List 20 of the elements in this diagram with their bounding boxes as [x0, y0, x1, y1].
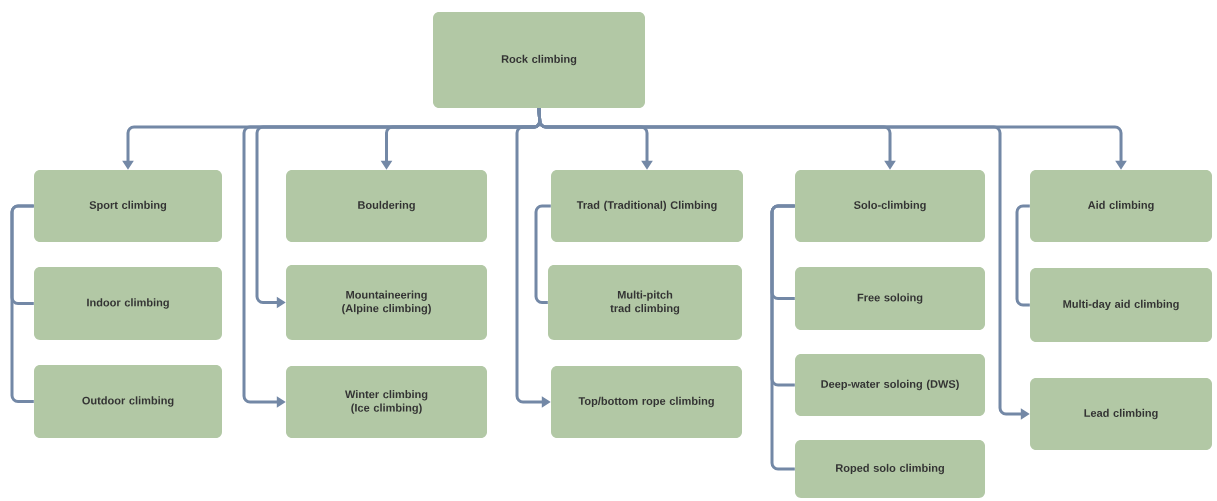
process-box: Outdoor climbing [34, 365, 222, 438]
process-box: Indoor climbing [34, 267, 222, 340]
process-box: Rock climbing [433, 12, 645, 108]
process-box: Mountaineering (Alpine climbing) [286, 265, 487, 340]
process-box: Free soloing [795, 267, 985, 330]
connector-line [1015, 204, 1030, 307]
process-box: Solo-climbing [795, 170, 985, 242]
process-box: Multi-day aid climbing [1030, 268, 1212, 342]
process-box: Deep-water soloing (DWS) [795, 354, 985, 416]
process-box: Bouldering [286, 170, 487, 242]
connector-line [770, 204, 795, 471]
process-box: Roped solo climbing [795, 440, 985, 498]
process-box: Sport climbing [34, 170, 222, 242]
connector-line [534, 204, 551, 304]
process-box: Aid climbing [1030, 170, 1212, 242]
process-box: Lead climbing [1030, 378, 1212, 450]
process-box: Trad (Traditional) Climbing [551, 170, 743, 242]
process-box: Winter climbing (Ice climbing) [286, 366, 487, 438]
process-box: Top/bottom rope climbing [551, 366, 742, 438]
process-box: Multi-pitch trad climbing [548, 265, 742, 340]
